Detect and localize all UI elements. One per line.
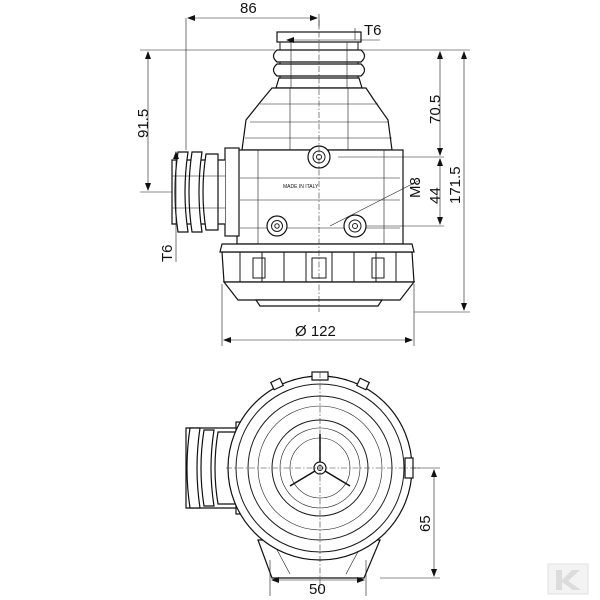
dim-t6-top-label: T6 (364, 22, 382, 39)
side-inlet-nozzle (171, 147, 240, 237)
bowl-ring-nut (219, 243, 416, 307)
dim-m8-label: M8 (407, 177, 424, 198)
dim-top-thread (286, 28, 380, 43)
screw-boss-left (266, 215, 288, 237)
dim-left-height (140, 49, 275, 193)
upper-body (241, 87, 393, 151)
dim-right-lines (320, 49, 470, 313)
dim-diameter-122-label: Ø 122 (295, 323, 336, 340)
dim-91-5-label: 91.5 (135, 109, 152, 138)
dim-50-label: 50 (309, 581, 326, 598)
made-in-italy-label: MADE IN ITALY (283, 184, 319, 190)
brand-logo-icon (547, 563, 589, 595)
dim-171-5-label: 171.5 (447, 166, 464, 204)
dim-50 (269, 560, 367, 596)
dim-t6-left-label: T6 (159, 244, 176, 262)
dim-65-label: 65 (417, 515, 434, 532)
top-view: 65 50 (185, 371, 440, 598)
dim-65 (380, 467, 440, 579)
dim-44-label: 44 (427, 187, 444, 204)
dim-70-5-label: 70.5 (427, 95, 444, 124)
dim-bottom-diameter (221, 284, 415, 346)
screw-boss-right (343, 214, 367, 238)
dim-86-label: 86 (240, 0, 257, 17)
dim-top-width (185, 14, 320, 150)
side-view: MADE IN ITALY 86 T6 91.5 T6 (135, 0, 470, 346)
